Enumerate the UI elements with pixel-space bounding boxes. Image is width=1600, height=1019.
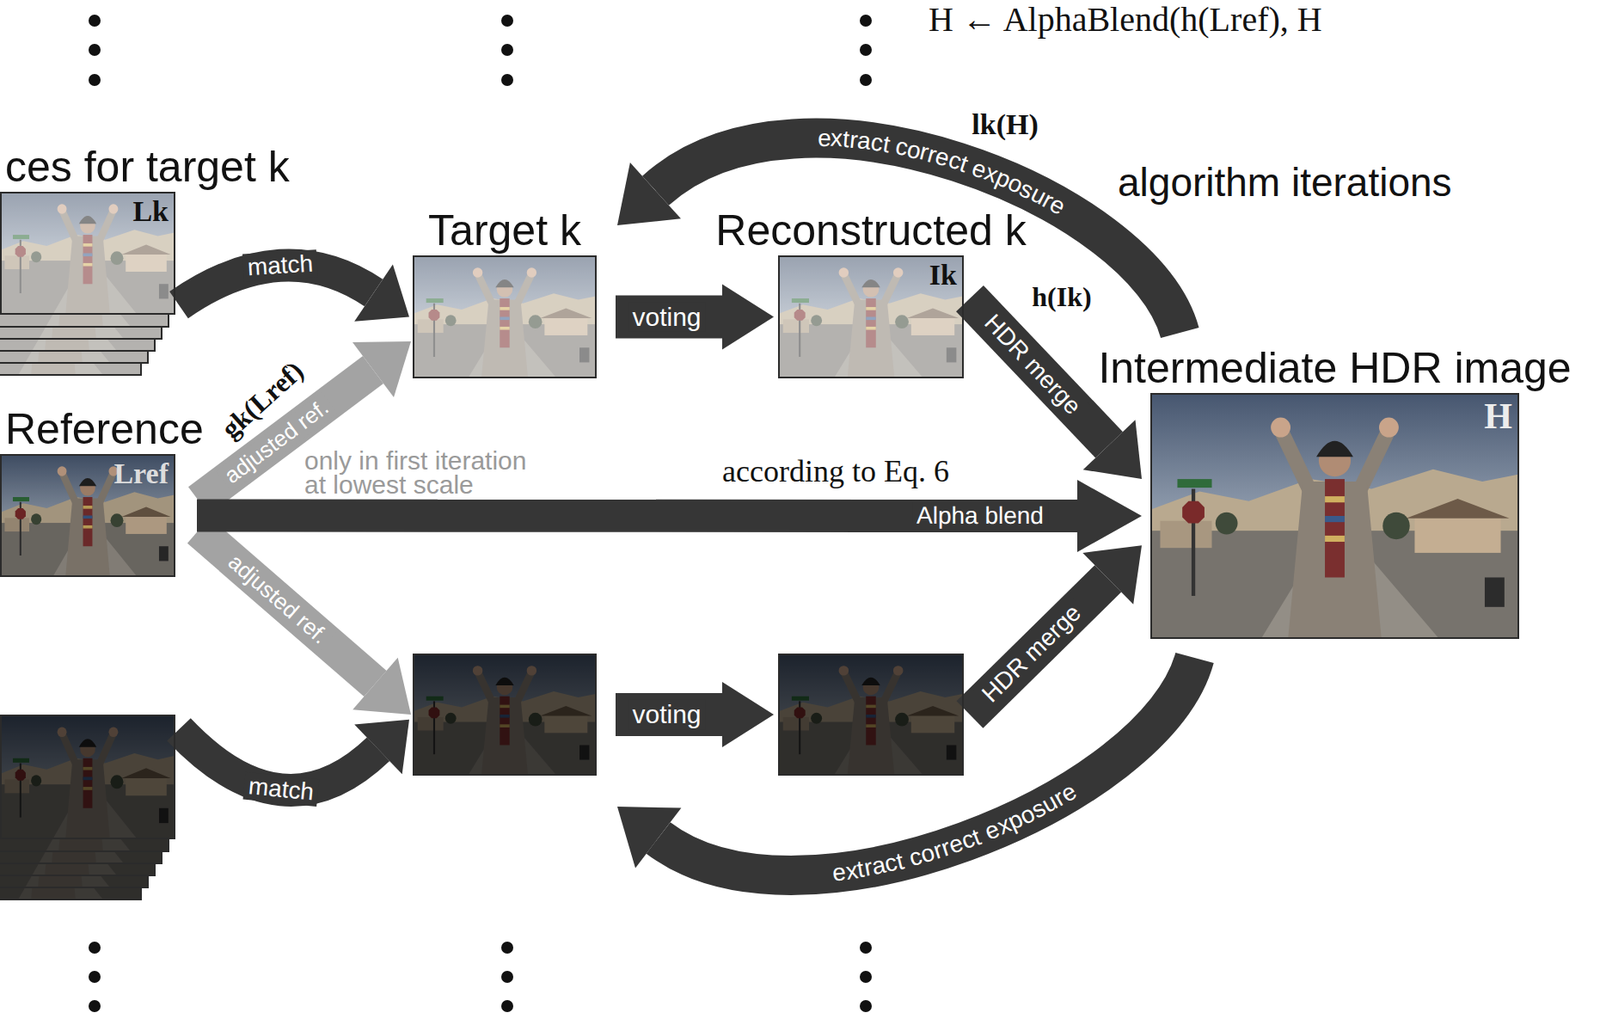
photo xyxy=(412,653,597,776)
photo-overlay xyxy=(0,714,176,840)
image-tag: Lk xyxy=(132,195,169,227)
dot xyxy=(88,999,101,1012)
dot xyxy=(859,970,872,983)
dot xyxy=(88,73,101,86)
connector-label: HDR merge xyxy=(974,595,1091,712)
dot xyxy=(859,73,872,86)
dot xyxy=(88,14,101,27)
photo xyxy=(0,191,176,315)
photo xyxy=(778,255,964,379)
label-glyph: x xyxy=(830,126,845,152)
connector-label: Alpha blend xyxy=(912,502,1049,530)
photo-overlay xyxy=(778,653,964,776)
dot xyxy=(501,73,514,86)
connector-label: HDR merge xyxy=(975,305,1090,423)
photo xyxy=(0,714,176,840)
arrow-head xyxy=(354,263,410,321)
connector-arrow xyxy=(969,545,1142,715)
dot xyxy=(501,14,514,27)
arrow-head xyxy=(352,341,411,398)
dot xyxy=(88,43,101,56)
image-frame: Intermediate HDR imageH xyxy=(1150,392,1520,639)
annotation: according to Eq. 6 xyxy=(722,453,950,490)
arrow-head xyxy=(1083,419,1142,479)
arrow-head xyxy=(1077,479,1142,552)
dot xyxy=(501,941,514,954)
image-tag: Lref xyxy=(113,457,169,490)
arrow-head xyxy=(354,719,410,775)
arrow-band xyxy=(969,298,1110,445)
connector-label: match xyxy=(242,249,319,282)
arrow-band xyxy=(615,692,723,736)
arrow-band xyxy=(658,657,1196,876)
connector-label: voting xyxy=(627,301,705,332)
arrow-band xyxy=(196,499,1078,534)
connector-label: voting xyxy=(627,699,705,730)
label-glyph: e xyxy=(816,126,831,151)
image-stack xyxy=(0,191,176,375)
image-heading: Reference xyxy=(5,404,204,455)
arrow-band xyxy=(198,530,376,684)
arrow-band xyxy=(615,295,723,339)
dot xyxy=(88,970,101,983)
image-heading: Intermediate HDR image xyxy=(1097,343,1571,394)
formula: H ← AlphaBlend(h(Lref), H xyxy=(928,0,1323,40)
note: only in first iteration at lowest scale xyxy=(304,448,531,497)
image-tag: H xyxy=(1483,396,1513,436)
dot xyxy=(501,999,514,1012)
connector-arrow xyxy=(615,284,774,350)
dot xyxy=(859,14,872,27)
connector-label: match xyxy=(242,772,319,808)
dot xyxy=(859,941,872,954)
image-frame: Reconstructed kIk xyxy=(778,255,964,379)
connector-label: adjusted ref. xyxy=(220,545,337,652)
image-frame: Target k xyxy=(412,255,597,379)
photo-overlay xyxy=(0,191,176,315)
image-frame: ces for target kLk xyxy=(0,191,176,315)
dot xyxy=(501,43,514,56)
image-frame xyxy=(0,714,176,840)
photo-overlay xyxy=(0,453,176,577)
arrow-band xyxy=(655,138,1181,333)
dot xyxy=(859,43,872,56)
photo-overlay xyxy=(778,255,964,379)
function-label: h(Ik) xyxy=(1031,281,1092,313)
image-heading: Target k xyxy=(428,206,582,257)
arrow-head xyxy=(617,806,681,868)
dot xyxy=(88,941,101,954)
image-frame xyxy=(778,653,964,776)
function-label: lk(H) xyxy=(971,107,1038,141)
photo xyxy=(778,653,964,776)
photo xyxy=(0,453,176,577)
connector-arrow xyxy=(617,657,1196,876)
connector-label: extract correct exposure xyxy=(800,114,1082,230)
image-heading: Reconstructed k xyxy=(715,206,1026,257)
dot xyxy=(501,970,514,983)
image-stack xyxy=(0,714,176,900)
annotation: algorithm iterations xyxy=(1117,159,1453,206)
arrow-head xyxy=(617,162,681,226)
connector-arrow xyxy=(615,681,774,748)
photo xyxy=(1150,392,1520,639)
connector-label: extract correct exposure xyxy=(815,768,1093,897)
arrow-head xyxy=(722,284,774,350)
connector-arrow xyxy=(617,138,1180,333)
photo xyxy=(412,255,597,379)
photo-overlay xyxy=(412,255,597,379)
arrow-head xyxy=(722,681,774,748)
image-tag: Ik xyxy=(929,258,957,291)
photo-overlay xyxy=(412,653,597,776)
arrow-band xyxy=(969,578,1109,715)
dot xyxy=(859,999,872,1012)
connector-arrow xyxy=(198,530,411,715)
arrow-head xyxy=(352,657,411,715)
image-frame: ReferenceLref xyxy=(0,453,176,577)
arrow-head xyxy=(1082,545,1142,605)
image-heading: ces for target k xyxy=(5,142,290,193)
image-frame xyxy=(412,653,597,776)
